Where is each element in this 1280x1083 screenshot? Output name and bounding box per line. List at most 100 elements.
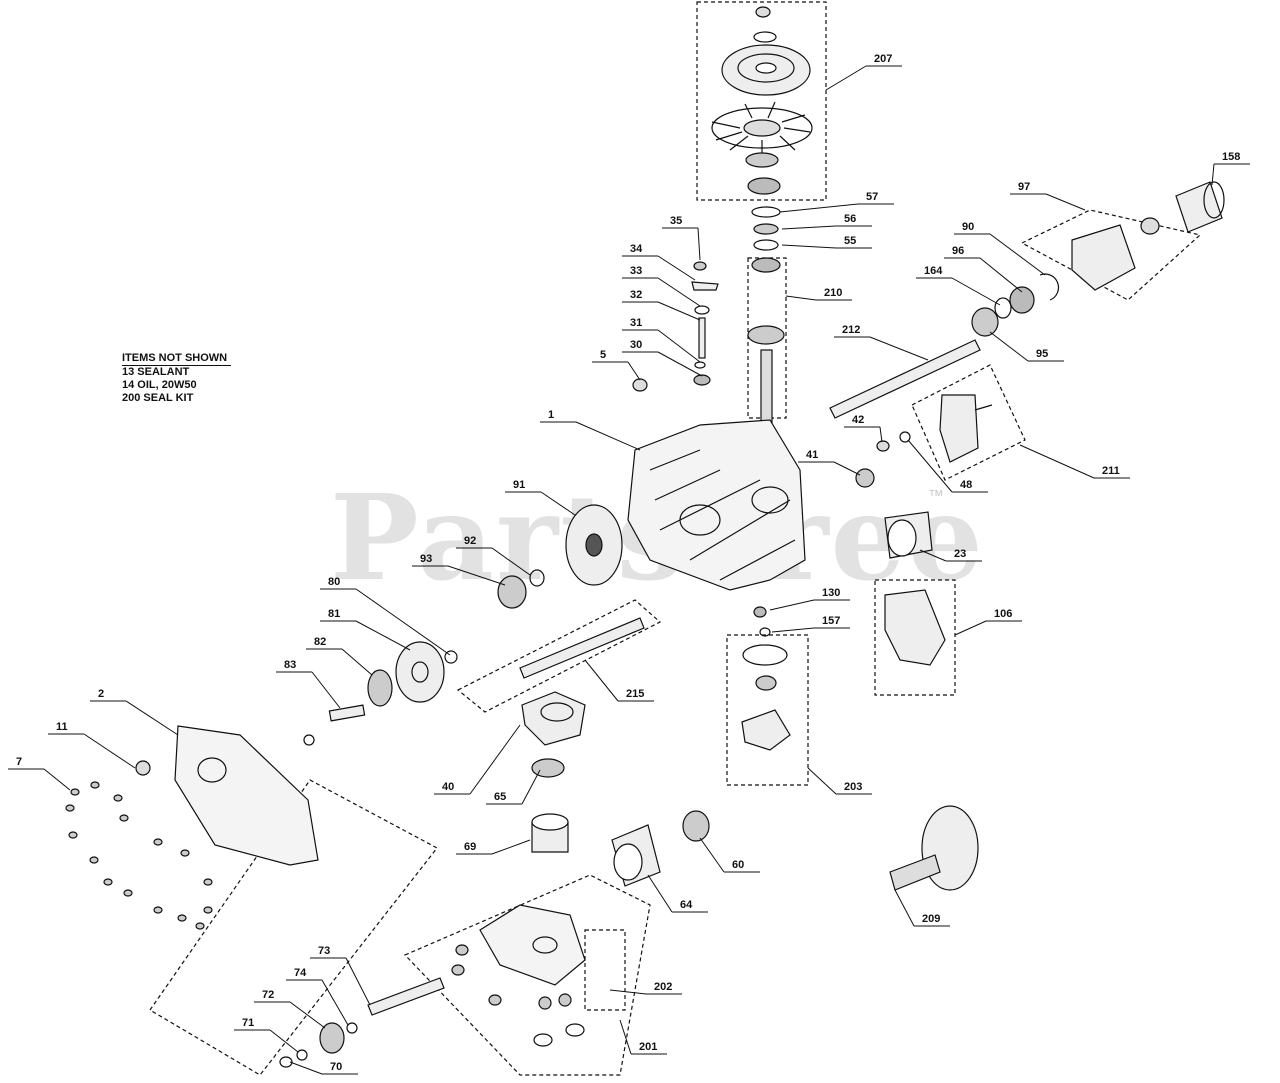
items-not-shown-note: ITEMS NOT SHOWN 13 SEALANT 14 OIL, 20W50… [122, 352, 262, 405]
seal-201-a [533, 1033, 553, 1047]
callout-label-82: 82 [314, 636, 326, 648]
group-box-center [403, 874, 651, 1076]
callout-leader [697, 227, 701, 261]
callout-leader [311, 671, 341, 709]
valve-1 [538, 996, 552, 1010]
callout-label-64: 64 [680, 899, 693, 911]
callout-leader [321, 979, 349, 1026]
callout-label-55: 55 [844, 235, 856, 247]
bolt-center-1 [455, 944, 469, 956]
callout-leader [83, 733, 136, 769]
callout-leader [781, 244, 837, 249]
seal-96 [1009, 286, 1035, 314]
callout-leader [989, 233, 1046, 276]
washer-92 [529, 569, 545, 587]
callout-leader [769, 599, 815, 611]
callout-label-203: 203 [844, 781, 862, 793]
callout-label-207: 207 [874, 53, 892, 65]
callout-leader [1019, 444, 1095, 479]
callout-label-211: 211 [1102, 465, 1120, 477]
oring-157 [759, 627, 771, 637]
callout-label-40: 40 [442, 781, 454, 793]
callout-label-1: 1 [548, 409, 554, 421]
gear-81 [395, 641, 445, 703]
cylinder-69-top [531, 813, 569, 831]
shaft-209 [889, 854, 941, 891]
callout-leader [289, 1061, 323, 1075]
trunnion-bore [540, 702, 574, 722]
seal-164 [994, 297, 1012, 319]
callout-label-90: 90 [962, 221, 974, 233]
callout-leader [1211, 163, 1215, 186]
callout-leader [1045, 193, 1086, 211]
callout-leader [879, 426, 883, 443]
callout-leader [521, 769, 541, 805]
washer-48 [899, 431, 911, 443]
callout-leader [869, 336, 929, 361]
washer-70 [279, 1056, 293, 1068]
callout-leader [919, 549, 947, 562]
callout-leader [785, 295, 817, 301]
cover-2 [174, 725, 319, 866]
callout-leader [355, 620, 411, 651]
callout-label-31: 31 [630, 317, 642, 329]
callout-label-7: 7 [16, 756, 22, 768]
callout-leader [907, 439, 953, 493]
washer-55 [753, 239, 779, 251]
pulley-washer [753, 31, 777, 43]
cover-2-center [197, 757, 227, 783]
callout-label-130: 130 [822, 587, 840, 599]
callout-label-41: 41 [806, 449, 818, 461]
callout-leader [833, 461, 861, 476]
callout-label-209: 209 [922, 913, 940, 925]
callout-label-42: 42 [852, 414, 864, 426]
callout-labels: 2075756551589790961649521021235343332313… [16, 53, 1240, 1073]
housing-bore-2 [751, 486, 789, 514]
group-box-shaft-215 [456, 599, 662, 713]
callout-leader [657, 301, 701, 321]
seal-30 [693, 374, 711, 386]
bearing-95 [971, 307, 999, 337]
leader-lines [8, 65, 1250, 1075]
callout-leader [289, 1001, 326, 1029]
callout-label-93: 93 [420, 553, 432, 565]
trunnion-40 [521, 691, 586, 746]
center-port [532, 936, 558, 954]
callout-leader [491, 547, 531, 576]
gear-72 [319, 1022, 345, 1054]
callout-label-95: 95 [1036, 348, 1048, 360]
plug-11 [135, 760, 151, 776]
callout-leader [647, 874, 673, 913]
pin-32 [698, 317, 706, 359]
callout-leader [125, 700, 179, 736]
washer-74 [346, 1022, 358, 1034]
nut-42 [876, 440, 890, 452]
group-box-brake [911, 364, 1026, 481]
callout-leader [989, 331, 1029, 362]
callout-leader [657, 277, 701, 307]
bearing-93 [497, 575, 527, 609]
items-not-shown-title: ITEMS NOT SHOWN [122, 352, 232, 366]
callout-leader [779, 203, 859, 213]
callout-label-71: 71 [242, 1017, 254, 1029]
callout-leader [825, 65, 867, 91]
callout-label-201: 201 [639, 1041, 657, 1053]
nut-35 [693, 261, 707, 271]
pulley-inner [737, 53, 795, 83]
group-box-210 [747, 257, 787, 419]
callout-label-23: 23 [954, 548, 966, 560]
fan-blades [711, 101, 811, 160]
pump-housing-203 [741, 709, 791, 751]
washer-80-top [444, 650, 458, 664]
callout-leader [781, 225, 837, 230]
callout-label-80: 80 [328, 576, 340, 588]
callout-label-72: 72 [262, 989, 274, 1001]
callout-label-11: 11 [56, 721, 68, 733]
callout-label-60: 60 [732, 859, 744, 871]
callout-label-215: 215 [626, 688, 644, 700]
callout-leader [584, 659, 619, 702]
callout-leader [269, 1029, 299, 1053]
bearing-210 [747, 325, 785, 345]
pulley-nut [755, 6, 771, 18]
callout-label-106: 106 [994, 608, 1012, 620]
